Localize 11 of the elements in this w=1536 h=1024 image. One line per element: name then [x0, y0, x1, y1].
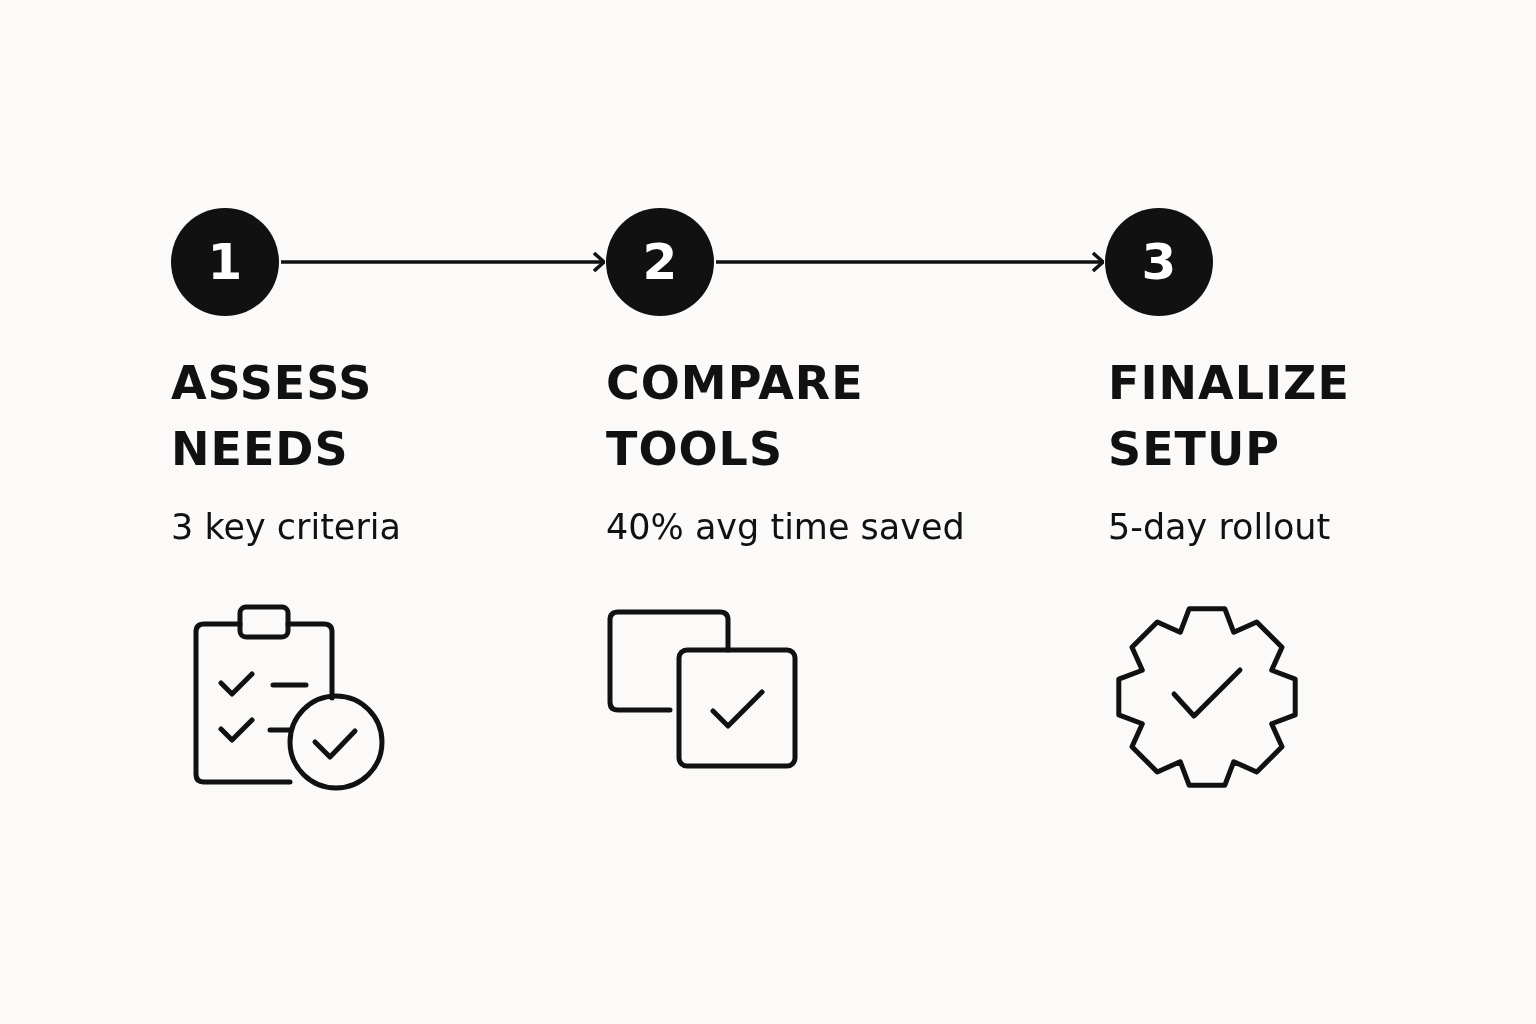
- arrow: [281, 251, 606, 273]
- step-number: 3: [1141, 237, 1177, 287]
- arrow: [716, 251, 1105, 273]
- step-heading: COMPARE TOOLS: [606, 355, 865, 478]
- step-number: 1: [207, 237, 243, 287]
- step-detail: 40% avg time saved: [606, 506, 965, 549]
- step-heading: FINALIZE SETUP: [1108, 355, 1351, 478]
- step-detail: 5-day rollout: [1108, 506, 1331, 549]
- step-number: 2: [642, 237, 678, 287]
- step-heading: ASSESS NEEDS: [171, 355, 374, 478]
- step-detail: 3 key criteria: [171, 506, 401, 549]
